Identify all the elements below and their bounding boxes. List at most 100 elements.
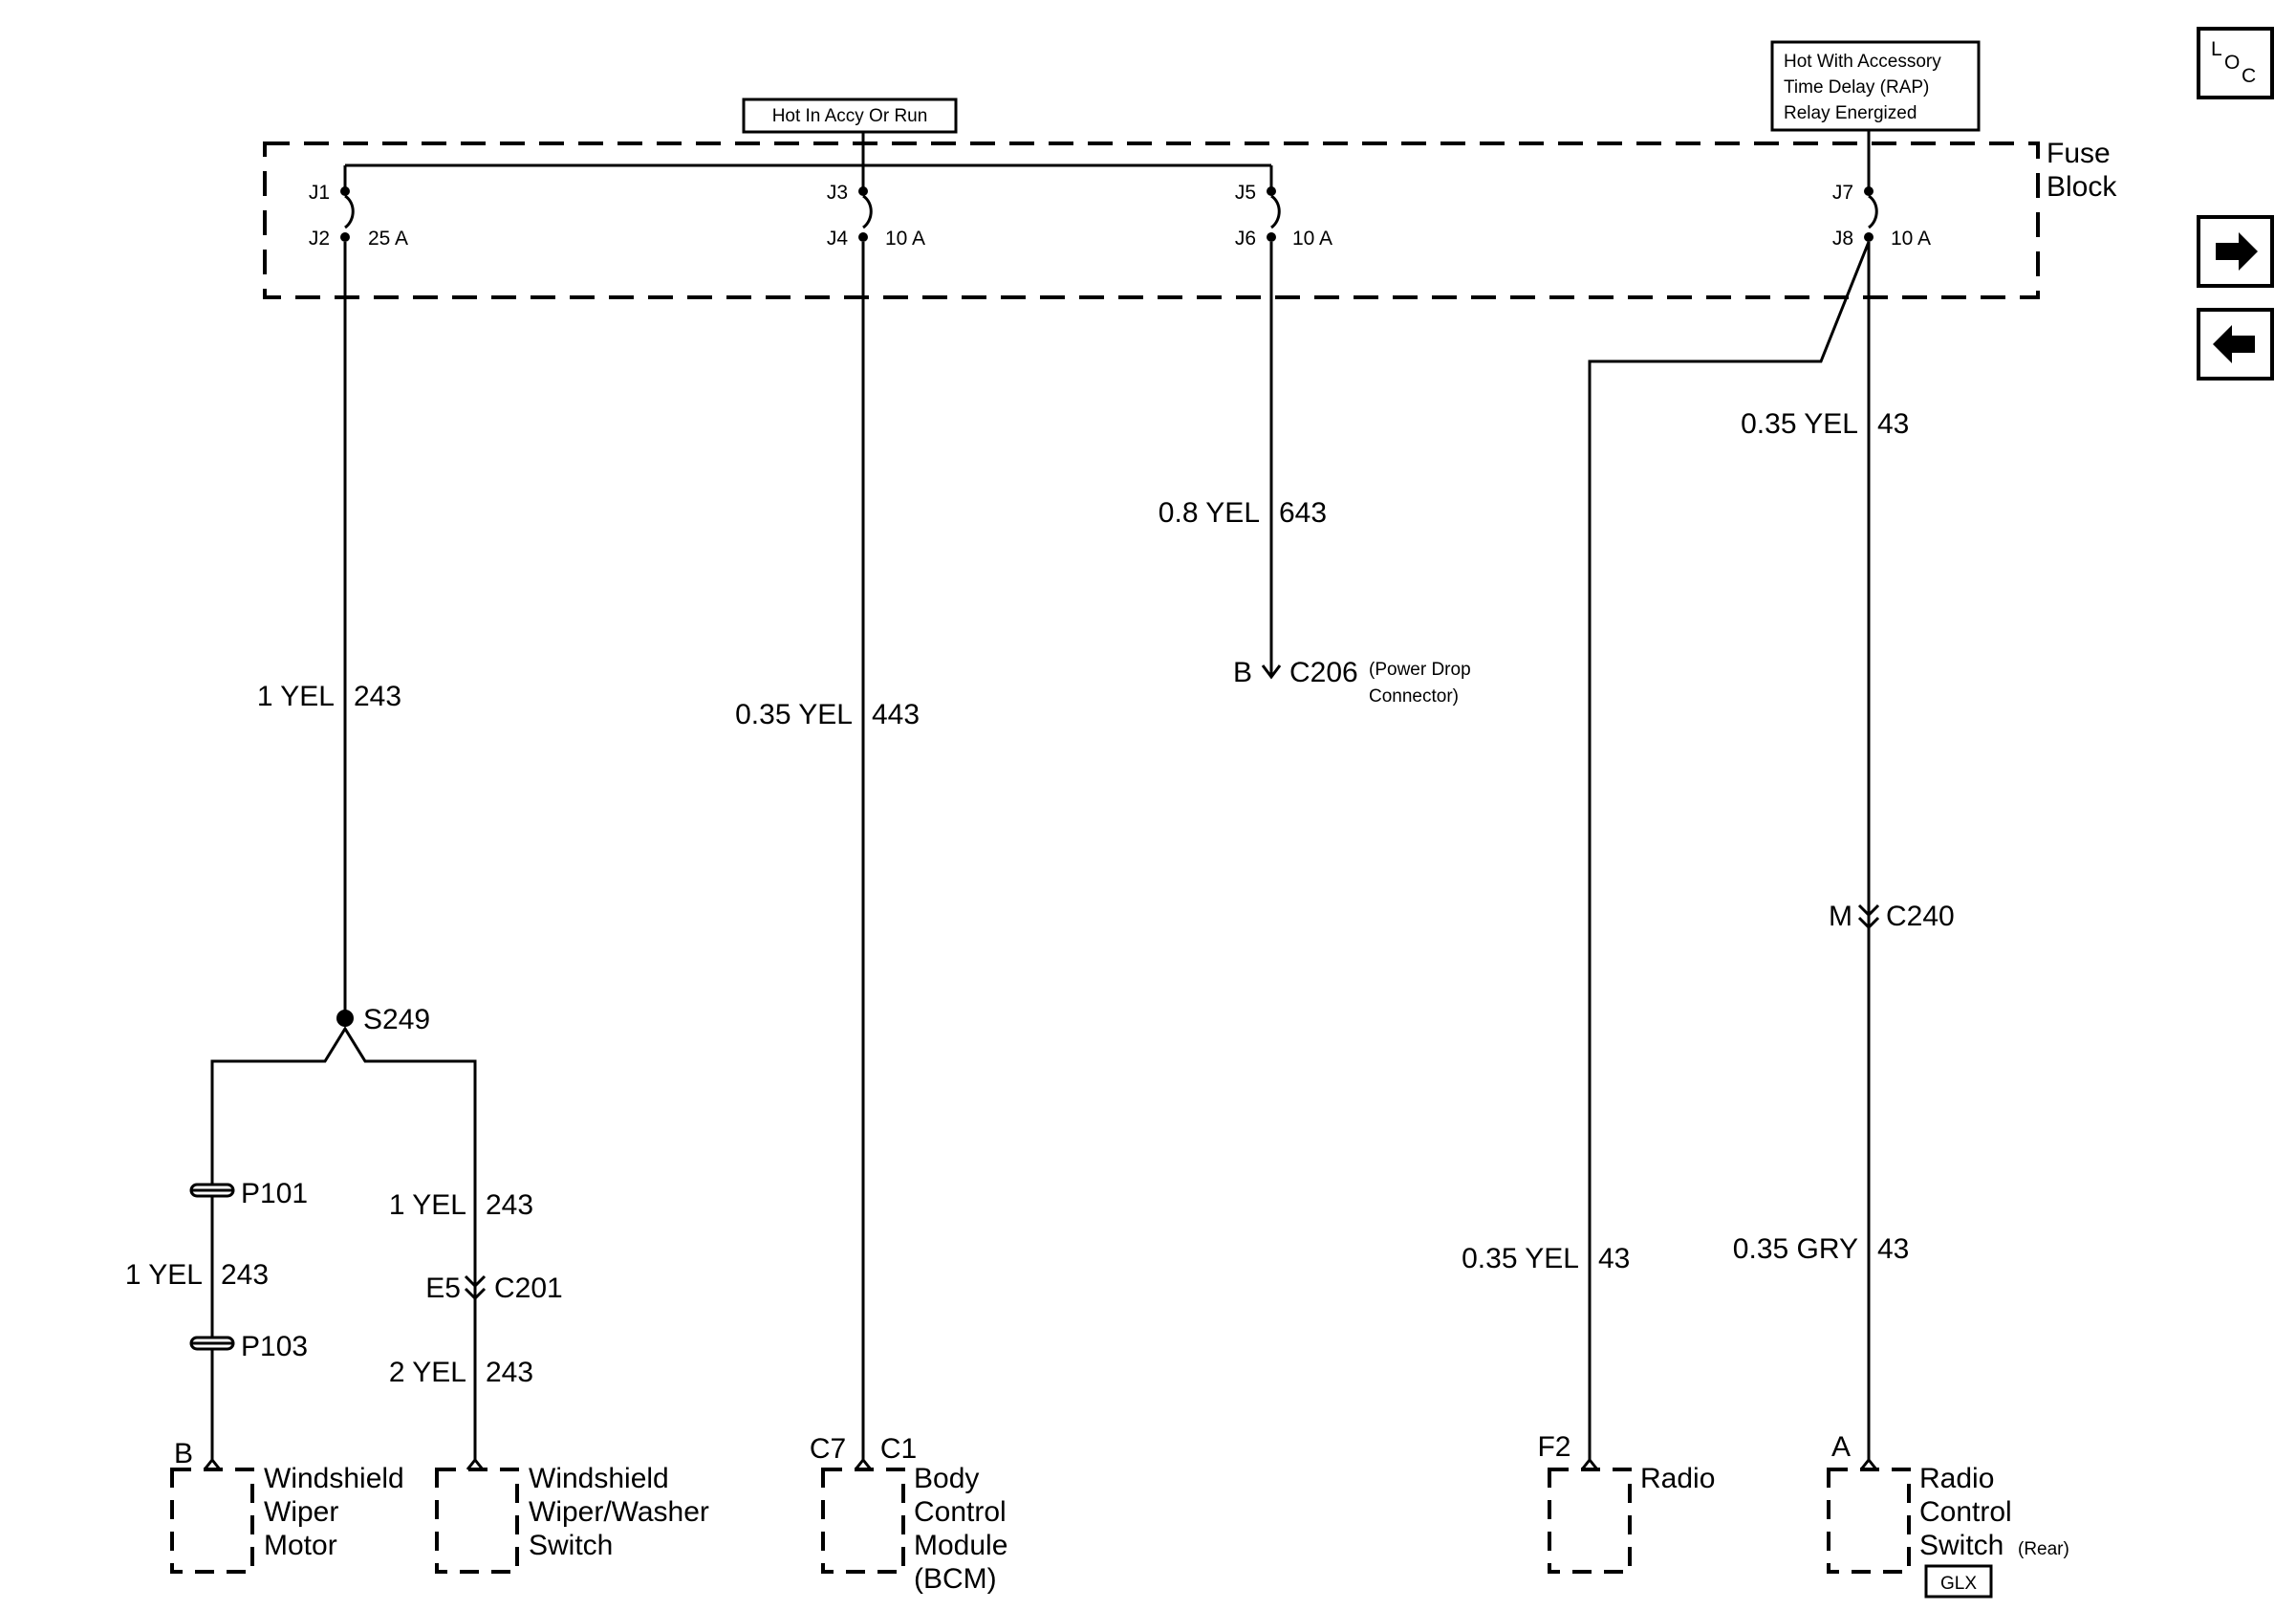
wire-switch-top-label: 1 YEL	[389, 1189, 466, 1221]
wire-643-label: 0.8 YEL	[1159, 497, 1260, 529]
connector-c206-arrow	[1261, 664, 1282, 680]
p103-label: P103	[241, 1331, 308, 1362]
wire-switch-top-circuit: 243	[486, 1189, 533, 1221]
c206-note-2: Connector)	[1369, 686, 1459, 707]
loc-o: O	[2224, 52, 2240, 74]
source-main-label: Hot In Accy Or Run	[772, 106, 928, 126]
switch-name-3: Switch	[529, 1530, 613, 1561]
bcm-name-1: Body	[914, 1463, 979, 1494]
source-box-main	[742, 98, 958, 134]
motor-terminal	[203, 1457, 222, 1470]
splice-s249-label: S249	[363, 1004, 430, 1035]
wire-43-radio-branch	[1588, 241, 1871, 1460]
component-wiper-motor	[170, 1468, 254, 1574]
radio-pin: F2	[1537, 1431, 1570, 1463]
radio-switch-terminal	[1859, 1457, 1878, 1470]
wire-443-circuit: 443	[872, 699, 920, 730]
source-box-rap	[1770, 40, 1981, 132]
pass-through-p101	[189, 1183, 235, 1198]
c201-pin: E5	[425, 1273, 461, 1304]
switch-name-2: Wiper/Washer	[529, 1496, 709, 1528]
wire-243-circuit: 243	[354, 681, 401, 712]
fuse-10a-j5: J5 J6 10 A	[1235, 182, 1332, 250]
bcm-name-2: Control	[914, 1496, 1007, 1528]
bcm-name-4: (BCM)	[914, 1563, 997, 1595]
switch-terminal	[466, 1457, 485, 1470]
fuse-1-out: J2	[309, 228, 330, 250]
loc-c: C	[2242, 65, 2256, 87]
splice-branches	[210, 1026, 477, 1460]
wire-43-circuit: 43	[1877, 408, 1909, 440]
radio-switch-name-3: Switch	[1919, 1530, 2004, 1561]
fuse-10a-j3: J3 J4 10 A	[827, 182, 925, 250]
fuse-3-rating: 10 A	[1292, 228, 1332, 250]
component-radio-switch	[1827, 1468, 1911, 1574]
fuse-block-title-1: Fuse	[2047, 138, 2111, 169]
loc-l: L	[2211, 38, 2222, 60]
radio-name: Radio	[1640, 1463, 1715, 1494]
wire-motor-circuit: 243	[221, 1259, 269, 1291]
next-button[interactable]	[2197, 215, 2274, 288]
c240-pin: M	[1829, 901, 1852, 932]
switch-name-1: Windshield	[529, 1463, 669, 1494]
source-rap-line2: Time Delay (RAP)	[1784, 77, 1929, 98]
loc-button[interactable]: L O C	[2197, 27, 2274, 99]
fuse-4-out: J8	[1832, 228, 1853, 250]
component-bcm	[821, 1468, 905, 1574]
connector-c201	[464, 1274, 487, 1301]
fuse-2-rating: 10 A	[885, 228, 925, 250]
wire-643-circuit: 643	[1279, 497, 1327, 529]
wire-43-gry-circuit: 43	[1877, 1233, 1909, 1265]
bcm-name-3: Module	[914, 1530, 1007, 1561]
radio-terminal	[1580, 1457, 1599, 1470]
source-rap-line3: Relay Energized	[1784, 103, 1917, 123]
motor-name-3: Motor	[264, 1530, 337, 1561]
option-badge-glx	[1924, 1564, 1993, 1599]
wire-43-radio-label: 0.35 YEL	[1462, 1243, 1579, 1274]
fuse-block-outline	[263, 141, 2040, 299]
pass-through-p103	[189, 1336, 235, 1351]
arrow-right-icon	[2216, 232, 2258, 271]
fuse-1-rating: 25 A	[368, 228, 408, 250]
motor-name-1: Windshield	[264, 1463, 404, 1494]
bcm-pin-2: C1	[880, 1433, 917, 1465]
wire-motor-label: 1 YEL	[125, 1259, 203, 1291]
fuse-3-out: J6	[1235, 228, 1256, 250]
c206-pin: B	[1233, 657, 1252, 688]
fuse-1-in: J1	[309, 182, 330, 204]
motor-pin: B	[174, 1438, 193, 1469]
prev-button[interactable]	[2197, 308, 2274, 381]
fuse-25a: J1 J2 25 A	[309, 182, 408, 250]
bcm-terminal	[854, 1457, 873, 1470]
wire-43-gry-label: 0.35 GRY	[1733, 1233, 1858, 1265]
fuse-10a-j7: J7 J8 10 A	[1832, 182, 1931, 250]
radio-switch-name-1: Radio	[1919, 1463, 1994, 1494]
radio-switch-qualifier: (Rear)	[2018, 1539, 2069, 1559]
source-rap-line1: Hot With Accessory	[1784, 52, 1941, 72]
radio-switch-pin: A	[1831, 1431, 1851, 1463]
arrow-left-icon	[2213, 325, 2255, 363]
wire-443-label: 0.35 YEL	[735, 699, 853, 730]
wire-43-radio-circuit: 43	[1598, 1243, 1630, 1274]
wire-switch-bot-label: 2 YEL	[389, 1357, 466, 1388]
fuse-block-title-2: Block	[2047, 171, 2117, 203]
wire-243-label: 1 YEL	[257, 681, 335, 712]
fuse-2-in: J3	[827, 182, 848, 204]
connector-c240	[1857, 903, 1880, 930]
fuse-4-rating: 10 A	[1891, 228, 1931, 250]
splice-s249	[336, 1010, 354, 1027]
c201-name: C201	[494, 1273, 563, 1304]
p101-label: P101	[241, 1178, 308, 1209]
fuse-4-in: J7	[1832, 182, 1853, 204]
component-wiper-switch	[435, 1468, 519, 1574]
option-badge-glx-label: GLX	[1940, 1574, 1977, 1594]
wire-43-label: 0.35 YEL	[1741, 408, 1858, 440]
fuse-3-in: J5	[1235, 182, 1256, 204]
c206-note-1: (Power Drop	[1369, 660, 1471, 680]
fuse-2-out: J4	[827, 228, 849, 250]
c206-name: C206	[1289, 657, 1358, 688]
motor-name-2: Wiper	[264, 1496, 338, 1528]
component-radio	[1548, 1468, 1632, 1574]
wire-switch-bot-circuit: 243	[486, 1357, 533, 1388]
